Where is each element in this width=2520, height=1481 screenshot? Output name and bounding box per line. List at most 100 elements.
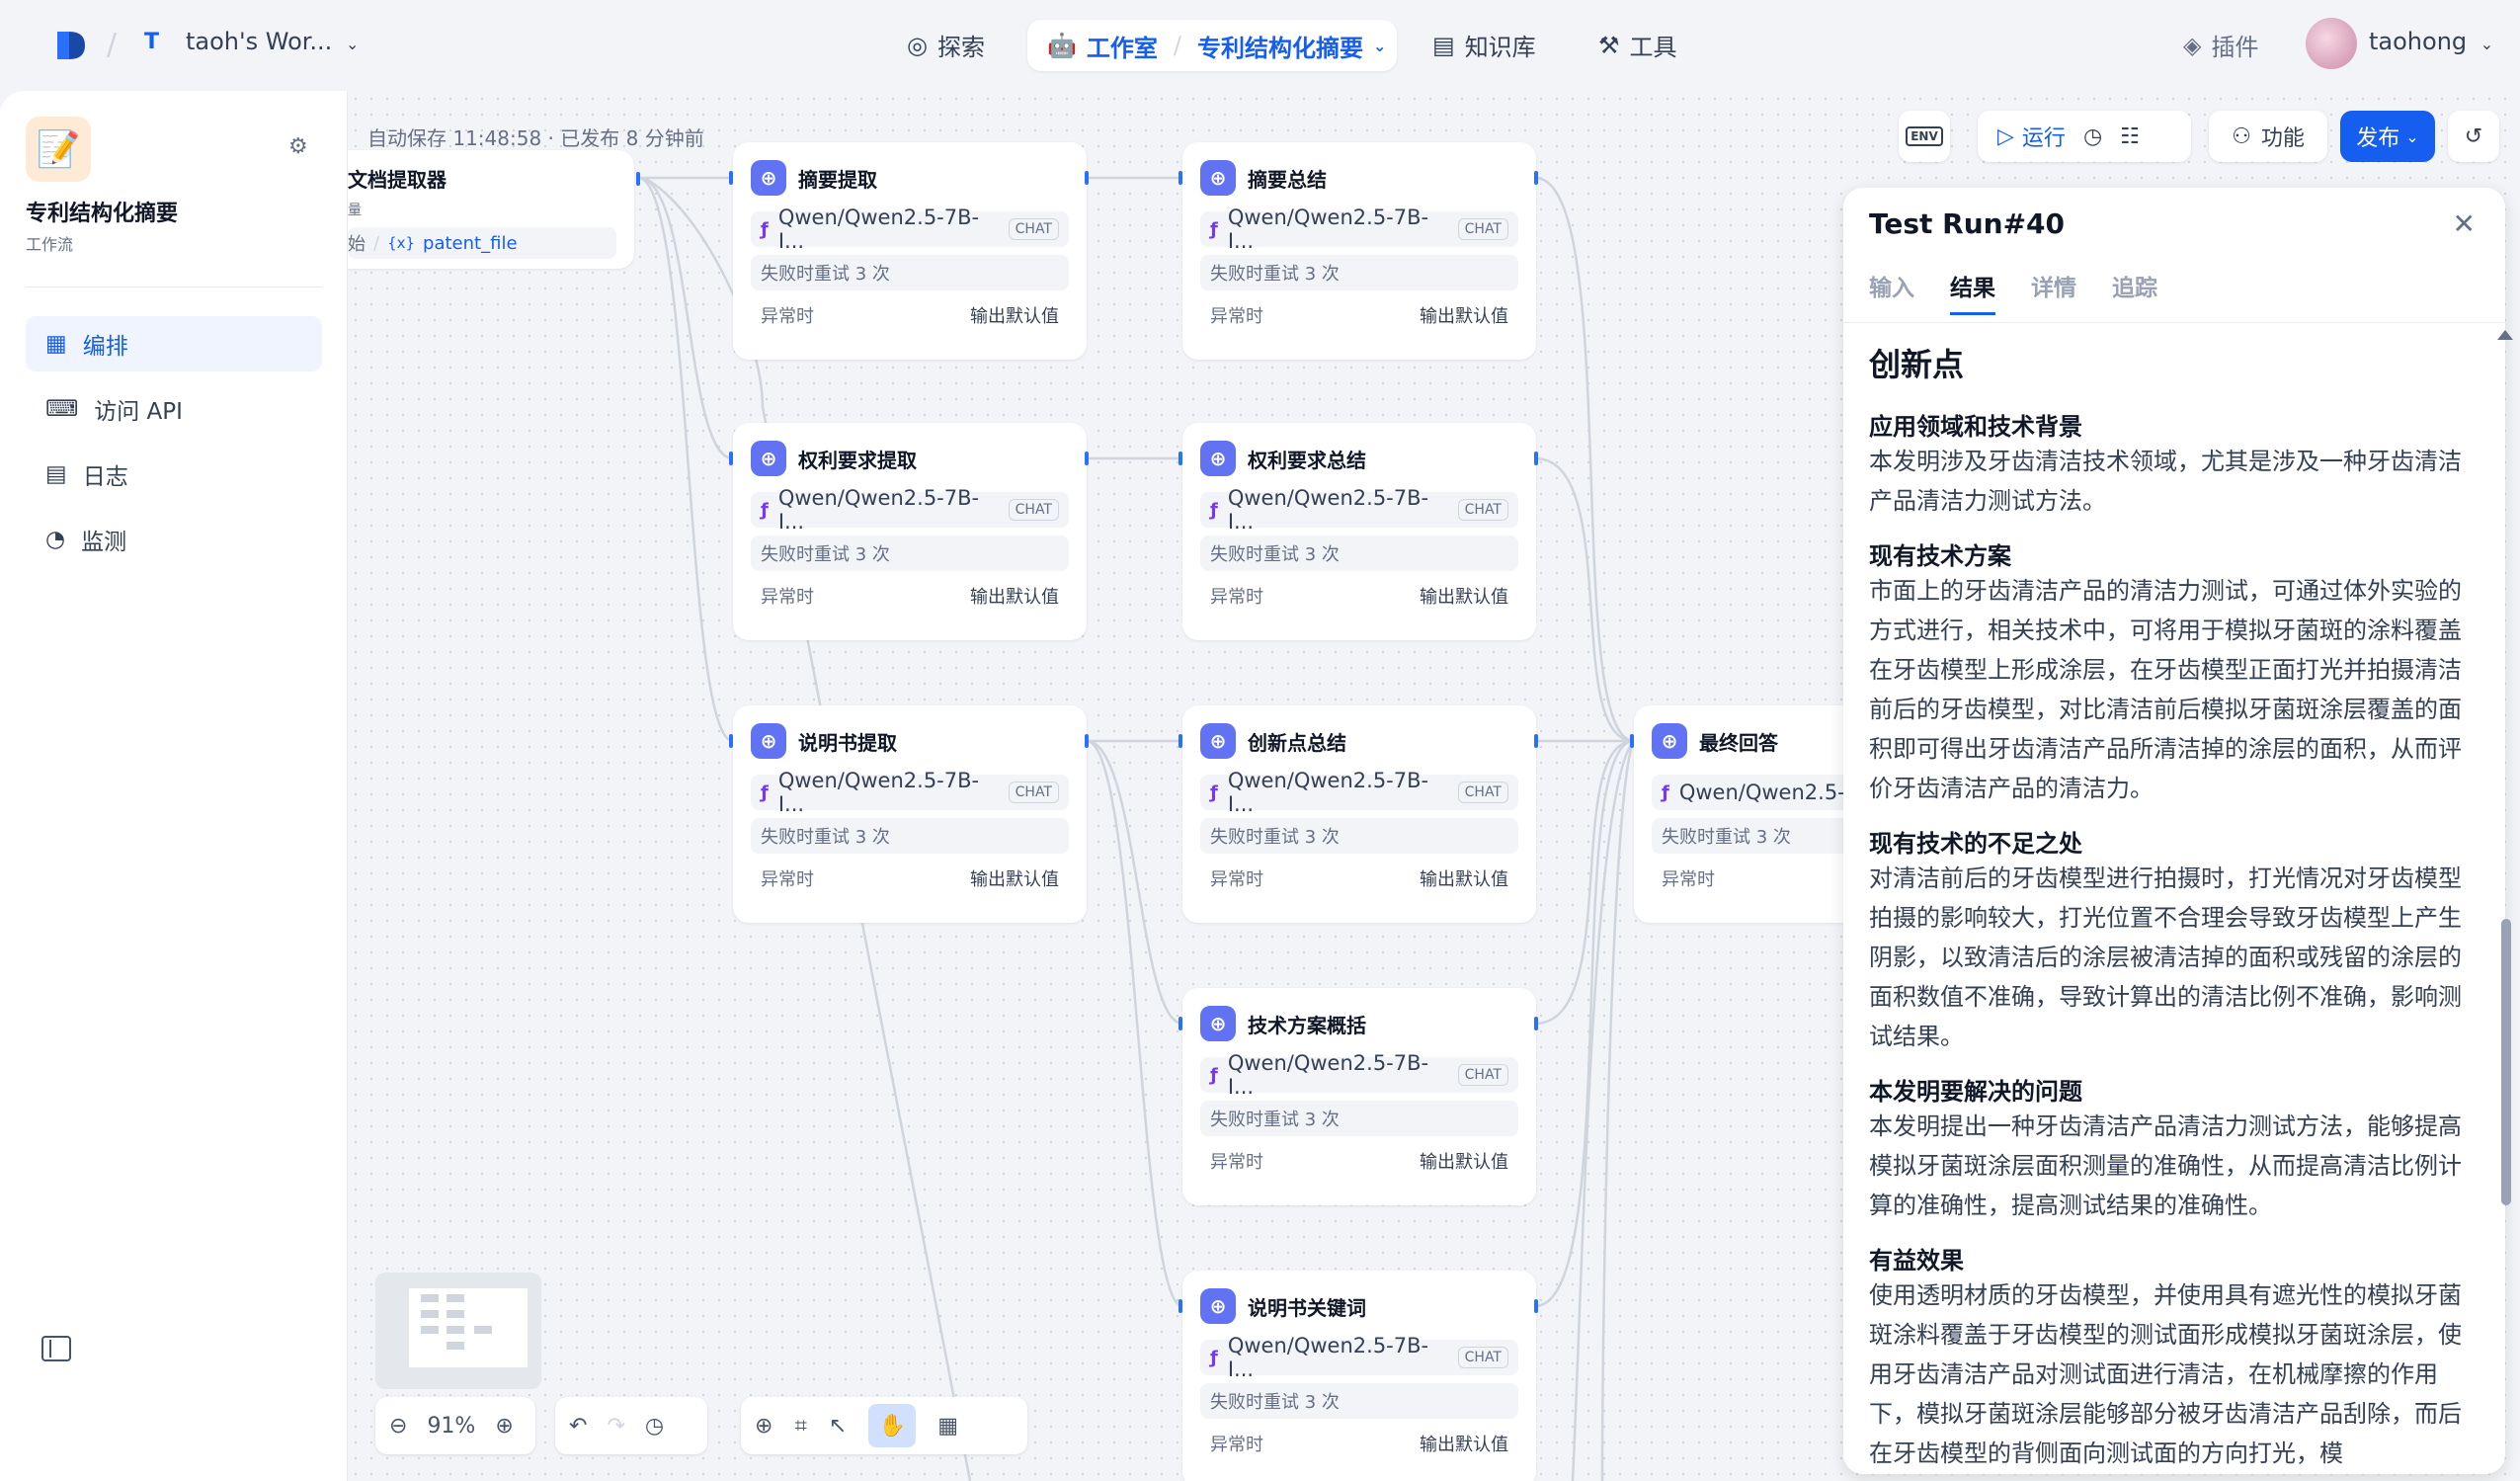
result-content[interactable]: 创新点 应用领域和技术背景 本发明涉及牙齿清洁技术领域，尤其是涉及一种牙齿清洁产… [1869,334,2468,1474]
output-port[interactable] [1534,1299,1538,1313]
on-error-label: 异常时 [1210,1152,1263,1173]
organize-icon[interactable]: ▦ [937,1413,959,1439]
error-handling: 异常时输出默认值 [751,579,1069,613]
output-port[interactable] [1534,452,1538,465]
chat-tag: CHAT [1457,782,1508,803]
output-port[interactable] [1534,1017,1538,1030]
input-port[interactable] [1179,171,1182,185]
tab-detail[interactable]: 详情 [2031,276,2076,301]
checklist-icon[interactable]: ☷ [2120,123,2140,149]
llm-node-icon: ⊕ [1200,723,1236,759]
current-app-name[interactable]: 专利结构化摘要 [1196,34,1363,62]
dify-logo-icon[interactable] [55,28,87,63]
scrollbar-thumb[interactable] [2501,919,2511,1205]
model-selector[interactable]: ƒ Qwen/Qwen2.5-7B-I... CHAT [751,486,1069,534]
slash: / [373,232,380,254]
history-icon: ↺ [2464,123,2483,149]
redo-icon[interactable]: ↷ [607,1413,625,1439]
env-button[interactable]: ENV [1899,111,1950,162]
username: taohong [2369,28,2468,55]
tab-input[interactable]: 输入 [1869,276,1914,301]
input-port[interactable] [729,452,733,465]
zoom-level[interactable]: 91% [427,1413,476,1439]
version-history-button[interactable]: ↺ [2448,111,2499,162]
scroll-up-arrow-icon[interactable] [2497,330,2513,340]
pointer-icon[interactable]: ↖ [828,1413,848,1439]
input-port[interactable] [1630,734,1634,748]
llm-node-icon: ⊕ [1200,160,1236,196]
chevron-down-icon[interactable]: ⌄ [1372,36,1387,55]
output-port[interactable] [1085,452,1089,465]
chat-tag: CHAT [1008,499,1059,521]
sidebar-item-api[interactable]: ⌨ 访问 API [26,381,322,437]
add-note-icon[interactable]: ⌗ [794,1413,807,1439]
features-button[interactable]: ⚇ 功能 [2209,111,2327,162]
model-name: Qwen/Qwen2.5-7B-I... [777,486,980,534]
nav-studio[interactable]: 🤖 工作室 / 专利结构化摘要 ⌄ [1027,20,1397,71]
sidebar-item-logs[interactable]: ▤ 日志 [26,447,322,502]
input-port[interactable] [1179,452,1182,465]
nav-knowledge[interactable]: ▤ 知识库 [1432,28,1536,62]
output-port[interactable] [1534,734,1538,748]
model-name: Qwen/Qwen2.5- [1678,781,1845,804]
avatar[interactable] [2306,18,2357,69]
user-menu[interactable]: taohong ⌄ [2369,28,2493,55]
output-port[interactable] [1085,734,1089,748]
input-port[interactable] [1179,1299,1182,1313]
sidebar-item-monitor[interactable]: ◔ 监测 [26,512,322,567]
close-icon[interactable]: ✕ [2452,207,2476,240]
nav-studio-label[interactable]: 工作室 [1086,34,1158,62]
model-provider-icon: ƒ [761,499,769,521]
output-port[interactable] [1085,171,1089,185]
book-icon: ▤ [1432,31,1455,59]
workspace-name: taoh's Wor... [186,28,333,55]
input-port[interactable] [1179,1017,1182,1030]
node-title: 权利要求提取 [798,448,917,472]
variable-name: patent_file [423,232,518,254]
run-button[interactable]: ▷ 运行 [1997,121,2066,152]
output-port[interactable] [636,172,640,186]
workspace-switcher[interactable]: taoh's Wor... ⌄ [186,28,359,55]
input-port[interactable] [729,171,733,185]
result-section: 有益效果 使用透明材质的牙齿模型，并使用具有遮光性的模拟牙菌斑涂料覆盖于牙齿模型… [1869,1241,2468,1473]
nav-tools[interactable]: ⚒ 工具 [1598,28,1677,62]
history-clock-icon[interactable]: ◷ [2082,123,2103,149]
output-port[interactable] [1534,171,1538,185]
input-port[interactable] [729,734,733,748]
sidebar-item-orchestrate[interactable]: ▦ 编排 [26,316,322,371]
llm-node-icon: ⊕ [751,723,786,759]
play-icon: ▷ [1997,123,2014,149]
zoom-in-icon[interactable]: ⊕ [495,1413,514,1439]
tab-trace[interactable]: 追踪 [2112,276,2157,301]
settings-sliders-icon[interactable]: ⚙ [288,134,308,159]
add-node-icon[interactable]: ⊕ [755,1413,773,1439]
tab-result[interactable]: 结果 [1950,269,1995,315]
hand-icon[interactable]: ✋ [868,1404,917,1447]
minimap[interactable] [375,1273,541,1389]
undo-icon[interactable]: ↶ [569,1413,588,1439]
history-icon[interactable]: ◷ [644,1413,665,1439]
chevron-down-icon: ⌄ [345,35,360,53]
nav-explore[interactable]: ◎ 探索 [907,28,985,62]
collapse-sidebar-icon[interactable] [41,1336,71,1361]
input-port[interactable] [1179,734,1182,748]
plugins-button[interactable]: ◈ 插件 [2183,28,2258,62]
zoom-out-icon[interactable]: ⊖ [389,1413,408,1439]
publish-button[interactable]: 发布 ⌄ [2340,111,2435,162]
document-extractor-node[interactable]: 文档提取器 量 始 / {x} patent_file [348,150,634,269]
